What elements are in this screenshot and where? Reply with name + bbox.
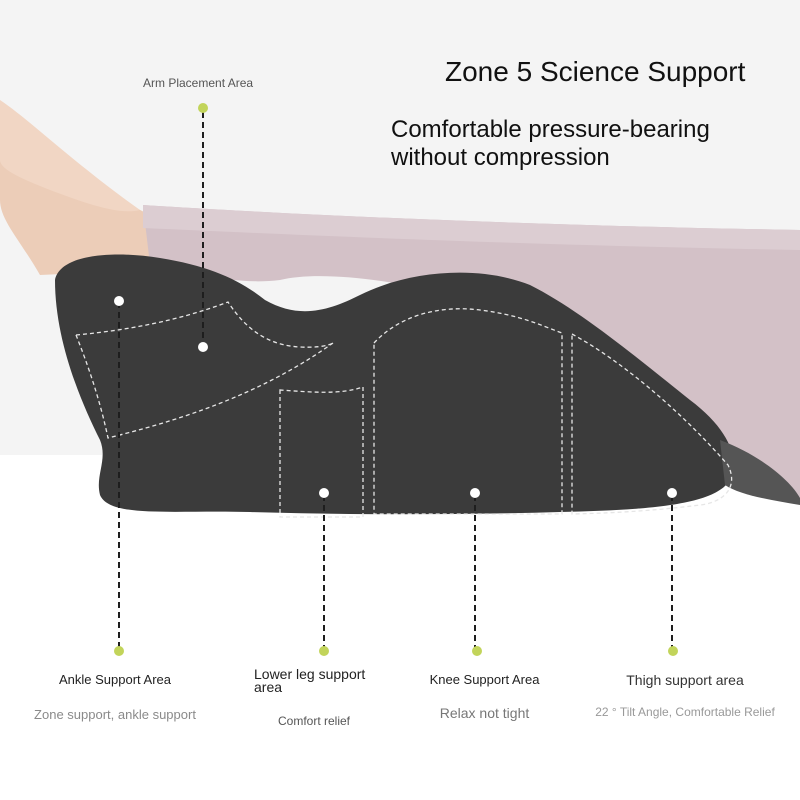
pillow-image [55, 254, 800, 518]
callout-knee-name: Knee Support Area [429, 672, 540, 687]
callout-ankle-name: Ankle Support Area [58, 672, 172, 687]
subtitle-line-1: Comfortable pressure-bearing [391, 116, 710, 143]
leader-lines [118, 112, 673, 648]
page-title: Zone 5 Science Support [445, 56, 746, 87]
callout-thigh-desc: 22 ° Tilt Angle, Comfortable Relief [595, 705, 775, 719]
foot-image [0, 100, 150, 275]
callout-ankle: Ankle Support Area Zone support, ankle s… [30, 672, 200, 723]
callout-lower-leg-desc: Comfort relief [278, 714, 351, 728]
subtitle: Comfortable pressure-bearing without com… [391, 116, 791, 172]
leg-image [143, 205, 800, 500]
green-markers [114, 103, 678, 656]
callout-thigh: Thigh support area 22 ° Tilt Angle, Comf… [585, 673, 785, 719]
callout-lower-leg: Lower leg support area Comfort relief [254, 666, 384, 728]
callout-thigh-name: Thigh support area [626, 672, 744, 688]
callout-lower-leg-name: Lower leg support area [254, 666, 366, 695]
subtitle-line-2: without compression [391, 144, 610, 171]
callout-knee-desc: Relax not tight [439, 705, 530, 721]
callout-ankle-desc: Zone support, ankle support [34, 707, 196, 722]
callout-knee: Knee Support Area Relax not tight [412, 672, 557, 722]
arm-placement-label: Arm Placement Area [143, 76, 254, 90]
zone-markers [114, 296, 677, 498]
